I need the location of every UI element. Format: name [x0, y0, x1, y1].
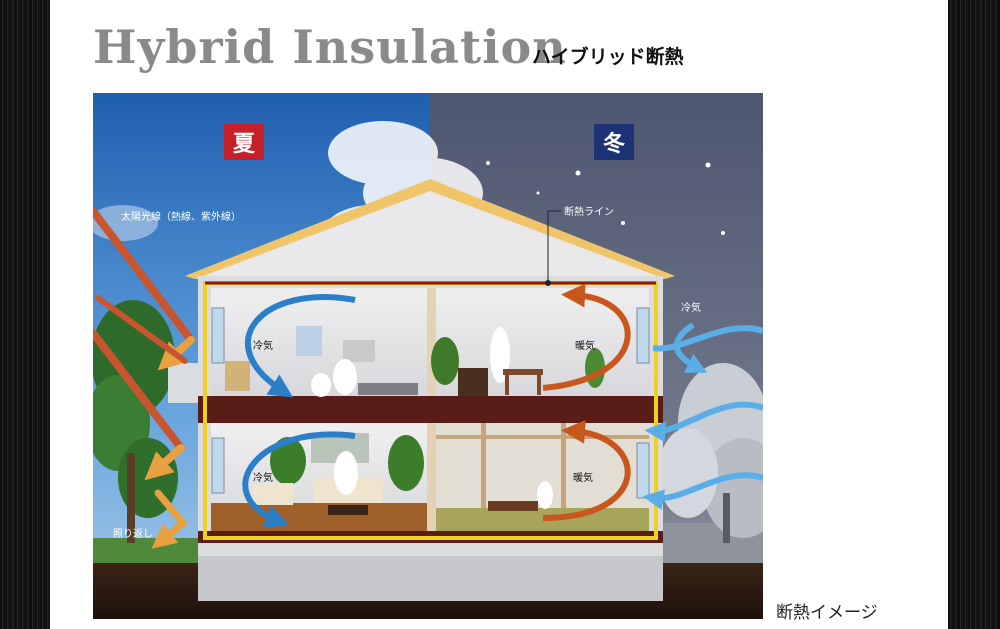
- wood-posts: [436, 423, 649, 508]
- floor-slab: [198, 396, 663, 423]
- house-cross-section: 夏 冬 太陽光線（熱線、紫外線） 断熱ライン 冷気 冷気 冷気 暖気 暖気 照り…: [86, 93, 783, 619]
- center-column: [427, 423, 436, 531]
- diagram-caption: 断熱イメージ: [776, 603, 878, 623]
- sunlight-arrows: [89, 207, 195, 549]
- winter-label: 冬: [603, 131, 625, 157]
- lower-left-furniture: [253, 433, 424, 515]
- warm-air-arrow-upper: [542, 283, 631, 391]
- insulation-leader-dot: [545, 280, 551, 286]
- winter-wind-arrows: [642, 322, 765, 511]
- window: [211, 437, 225, 494]
- page-title: Hybrid Insulation: [93, 20, 567, 74]
- insulation-line-label: 断熱ライン: [564, 205, 614, 218]
- tatami-floor: [436, 508, 649, 531]
- dark-texture-right: [948, 0, 1000, 629]
- cold-air-lower-label: 冷気: [253, 471, 273, 484]
- cold-air-arrow-lower: [242, 431, 356, 528]
- summer-label: 夏: [233, 132, 256, 157]
- wood-floor: [211, 503, 428, 531]
- cold-air-outside-label: 冷気: [681, 301, 701, 314]
- dark-texture-left: [0, 0, 50, 629]
- lower-right-furniture: [488, 481, 553, 511]
- house-foundation: [198, 556, 663, 601]
- cold-air-arrow-upper: [245, 294, 356, 398]
- roof-insulation-left: [185, 179, 430, 279]
- window: [636, 307, 650, 364]
- winter-badge: [594, 124, 634, 160]
- insulation-diagram: 夏 冬 太陽光線（熱線、紫外線） 断熱ライン 冷気 冷気 冷気 暖気 暖気 照り…: [86, 93, 783, 619]
- upper-left-furniture: [225, 326, 418, 397]
- summer-badge: [224, 124, 264, 160]
- upper-right-furniture: [431, 327, 605, 396]
- warm-air-lower-label: 暖気: [573, 471, 593, 484]
- roof-insulation-right: [430, 179, 675, 279]
- window: [636, 442, 650, 499]
- warm-air-arrow-lower: [542, 419, 631, 521]
- warm-air-upper-label: 暖気: [575, 339, 595, 352]
- window: [211, 307, 225, 364]
- cold-air-upper-label: 冷気: [253, 339, 273, 352]
- insulation-leader-line: [547, 210, 561, 283]
- reflection-label: 照り返し: [113, 528, 153, 540]
- center-column: [427, 288, 436, 396]
- page-subtitle: ハイブリッド断熱: [532, 46, 684, 68]
- sunlight-label: 太陽光線（熱線、紫外線）: [121, 210, 241, 223]
